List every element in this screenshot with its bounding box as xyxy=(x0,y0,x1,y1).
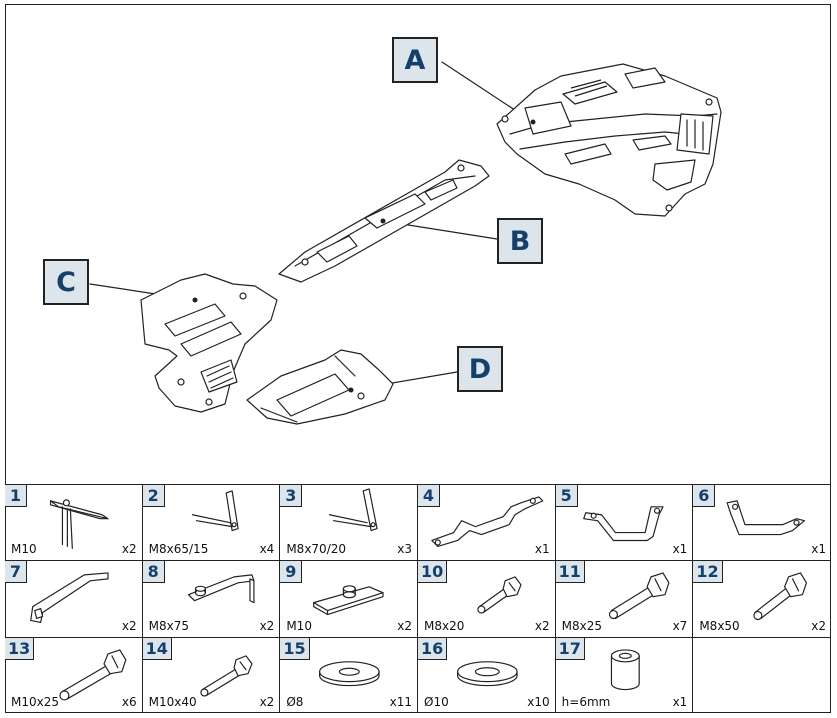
part-cell-2: 2 M8x65/15 x4 xyxy=(142,484,281,561)
part-quantity: x2 xyxy=(121,542,137,557)
diagram-drawing xyxy=(89,61,722,425)
part-d-plate xyxy=(246,349,394,425)
part-cell-9: 9 M10 x2 xyxy=(280,560,418,637)
part-number: 11 xyxy=(555,561,585,584)
part-number: 2 xyxy=(142,485,165,507)
part-quantity: x7 xyxy=(672,618,688,633)
exploded-diagram: A B C D xyxy=(5,4,831,484)
part-number: 4 xyxy=(418,485,440,507)
part-quantity: x2 xyxy=(397,618,412,633)
mounting-bracket-icon xyxy=(431,496,544,548)
stud-bracket-icon xyxy=(329,488,378,532)
part-cell-5: 5 x1 xyxy=(555,484,694,561)
l-bracket-icon xyxy=(30,572,109,624)
hardware-parts-table: 1 M10 x2 2 M8x65/15 x4 3 M8x70/20 x3 xyxy=(5,484,831,713)
part-cell-11: 11 M8x25 x7 xyxy=(555,560,694,637)
part-quantity: x1 xyxy=(811,542,826,557)
bolt-icon xyxy=(477,576,522,614)
part-number: 16 xyxy=(418,637,448,660)
part-b-plate xyxy=(278,159,490,283)
washer-icon xyxy=(319,660,380,686)
part-quantity: x6 xyxy=(121,695,137,709)
bracket-pin-icon xyxy=(49,499,109,550)
plate-nut-icon xyxy=(313,585,384,616)
part-number: 17 xyxy=(555,637,585,660)
part-quantity: x3 xyxy=(397,542,412,557)
part-spec: M8x70/20 xyxy=(286,542,346,557)
part-quantity: x1 xyxy=(672,542,688,557)
part-spec: Ø8 xyxy=(286,695,304,709)
bolt-icon xyxy=(59,648,127,701)
callout-b: B xyxy=(497,218,543,264)
part-quantity: x10 xyxy=(527,695,550,709)
part-quantity: x1 xyxy=(534,542,550,557)
part-cell-17: 17 h=6mm x1 xyxy=(555,636,694,713)
part-number: 10 xyxy=(418,561,448,584)
part-quantity: x1 xyxy=(672,695,688,709)
part-spec: M8x50 xyxy=(699,618,740,633)
callout-a: A xyxy=(392,37,438,83)
part-spec: M10 xyxy=(286,618,312,633)
callout-c: C xyxy=(43,259,89,305)
part-number: 12 xyxy=(693,561,723,584)
part-spec: M10 xyxy=(11,542,37,557)
part-spec: M10x40 xyxy=(148,695,197,709)
empty-cell xyxy=(693,636,831,713)
stud-bracket-icon xyxy=(191,490,239,532)
part-quantity: x2 xyxy=(259,618,275,633)
part-cell-6: 6 x1 xyxy=(693,484,831,560)
part-quantity: x2 xyxy=(259,695,275,709)
part-number: 1 xyxy=(5,485,27,507)
part-cell-7: 7 x2 xyxy=(5,560,143,637)
part-cell-8: 8 M8x75 x2 xyxy=(142,560,281,637)
part-number: 6 xyxy=(693,485,716,507)
part-number: 14 xyxy=(142,637,172,660)
sheet-frame xyxy=(5,4,831,713)
z-bracket-icon xyxy=(726,500,806,536)
part-number: 5 xyxy=(555,485,578,507)
part-quantity: x2 xyxy=(811,618,826,633)
part-spec: M10x25 xyxy=(11,695,59,709)
part-a-plate xyxy=(496,63,722,217)
part-cell-12: 12 M8x50 x2 xyxy=(693,560,831,636)
part-quantity: x2 xyxy=(121,618,137,633)
bolt-icon xyxy=(753,572,808,621)
part-c-plate xyxy=(140,273,278,413)
part-number: 13 xyxy=(5,637,35,660)
part-spec: M8x65/15 xyxy=(148,542,209,557)
part-number: 8 xyxy=(142,561,165,584)
part-quantity: x4 xyxy=(259,542,275,557)
part-quantity: x11 xyxy=(389,695,412,709)
z-bracket-icon xyxy=(582,506,664,542)
part-quantity: x2 xyxy=(534,618,550,633)
part-spec: h=6mm xyxy=(561,695,611,709)
part-number: 7 xyxy=(5,561,27,584)
part-number: 3 xyxy=(280,485,303,507)
part-cell-13: 13 M10x25 x6 xyxy=(5,636,143,713)
part-cell-16: 16 Ø10 x10 xyxy=(418,636,556,713)
part-spec: M8x25 xyxy=(561,618,603,633)
washer-icon xyxy=(457,660,518,686)
part-spec: Ø10 xyxy=(424,695,449,709)
part-cell-4: 4 x1 xyxy=(418,484,556,561)
part-spec: M8x20 xyxy=(424,618,465,633)
bolt-icon xyxy=(199,654,253,697)
part-number: 9 xyxy=(280,561,303,584)
part-cell-15: 15 Ø8 x11 xyxy=(280,636,418,713)
spacer-icon xyxy=(610,648,640,690)
bolt-icon xyxy=(608,572,670,620)
part-number: 15 xyxy=(280,637,310,660)
part-spec: M8x75 xyxy=(148,618,190,633)
angle-bracket-stud-icon xyxy=(187,574,255,604)
part-cell-3: 3 M8x70/20 x3 xyxy=(280,484,418,561)
part-cell-14: 14 M10x40 x2 xyxy=(142,636,281,713)
part-cell-10: 10 M8x20 x2 xyxy=(418,560,556,637)
part-cell-1: 1 M10 x2 xyxy=(5,484,143,561)
callout-d: D xyxy=(457,346,503,392)
